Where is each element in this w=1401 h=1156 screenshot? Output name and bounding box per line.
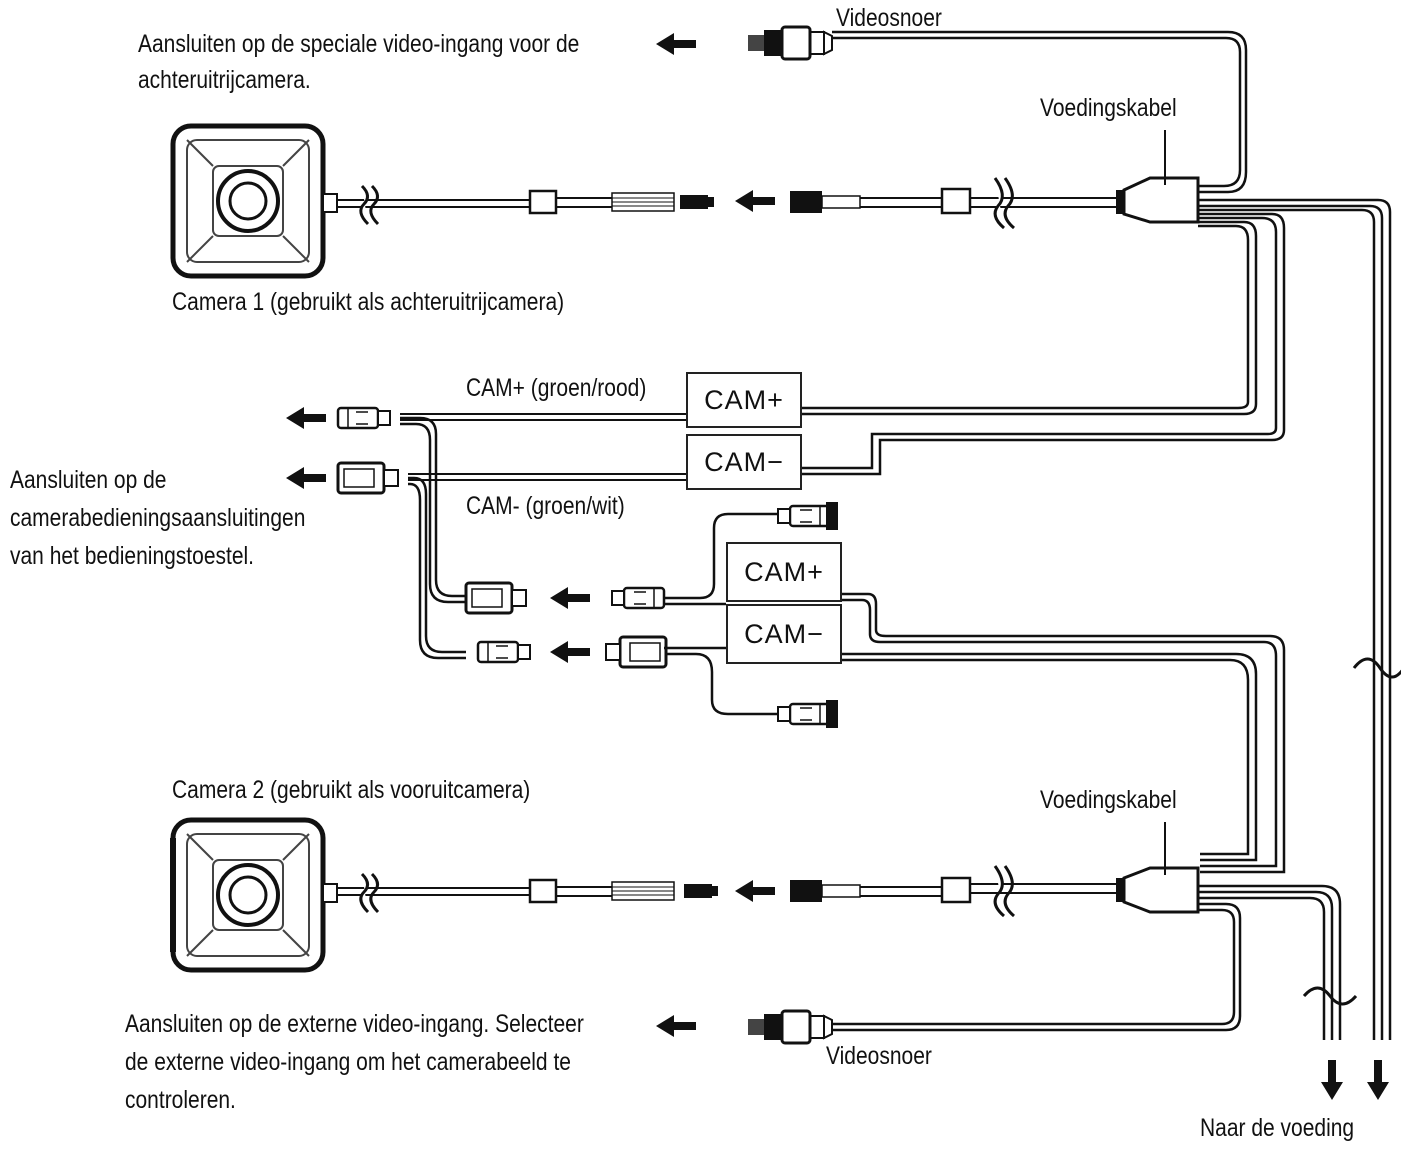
power-cable-label-top: Voedingskabel [1040,94,1177,122]
rca-plug-top [746,25,834,61]
cam-minus-connector-left [336,461,400,495]
control-terminals-label-line1: Aansluiten op de [10,466,167,494]
power-cable-label-bottom: Voedingskabel [1040,786,1177,814]
external-input-label-line2: de externe video-ingang om het camerabee… [125,1048,571,1076]
spare-connector-top [776,504,832,528]
cam-minus-box-1: CAM− [686,434,802,490]
cam-minus-box-2: CAM− [726,604,842,664]
external-input-label-line3: controleren. [125,1086,236,1114]
control-terminals-label-line2: camerabedieningsaansluitingen [10,504,306,532]
cam-plus-connector-left [336,406,392,430]
rca-plug-bottom [746,1009,834,1045]
power-arrow-icon [1367,1060,1389,1100]
video-cord-label-bottom: Videosnoer [826,1042,932,1070]
camera-2-label: Camera 2 (gebruikt als vooruitcamera) [172,776,531,804]
cam-plus-box-2: CAM+ [726,542,842,602]
connect-arrow-icon [735,190,775,212]
spare-connector-bottom [776,702,832,726]
cam-plus-description: CAM+ (groen/rood) [466,374,647,402]
control-terminals-label-line3: van het bedieningstoestel. [10,542,255,570]
external-input-label-line1: Aansluiten op de externe video-ingang. S… [125,1010,584,1038]
camera-1-icon [173,126,323,276]
video-cord-label-top: Videosnoer [836,4,942,32]
to-power-label: Naar de voeding [1200,1114,1355,1142]
cam-minus-description: CAM- (groen/wit) [466,492,625,520]
camera-1-label: Camera 1 (gebruikt als achteruitrijcamer… [172,288,565,316]
power-arrow-icon [1321,1060,1343,1100]
rear-input-label-line1: Aansluiten op de speciale video-ingang v… [138,30,580,58]
camera-2-icon [173,820,323,970]
rear-input-label-line2: achteruitrijcamera. [138,66,311,94]
cam-plus-box-1: CAM+ [686,372,802,428]
